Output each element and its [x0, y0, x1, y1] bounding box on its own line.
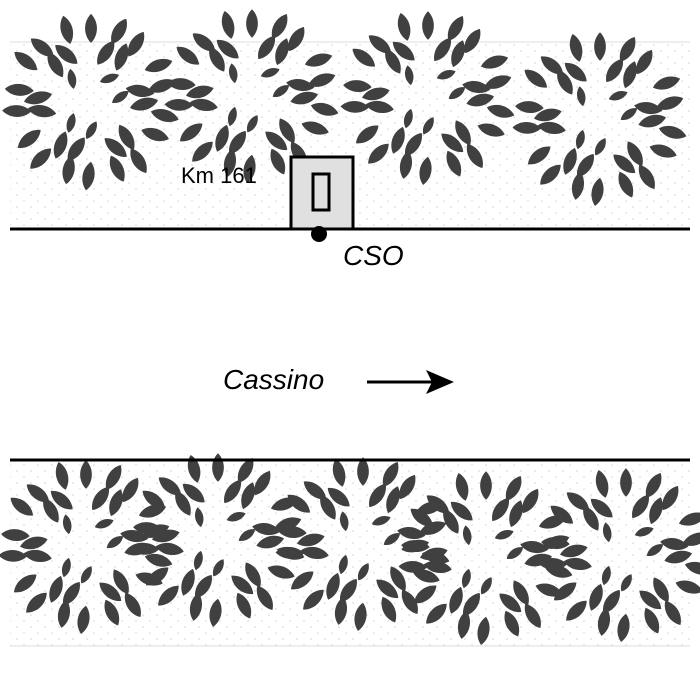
arrow-right-icon [367, 370, 454, 394]
booth-door [311, 172, 331, 212]
direction-label: Cassino [223, 364, 325, 395]
km-marker-label: Km 161 [181, 163, 257, 188]
station-label: CSO [343, 240, 404, 271]
sensor-point-icon [311, 226, 327, 242]
